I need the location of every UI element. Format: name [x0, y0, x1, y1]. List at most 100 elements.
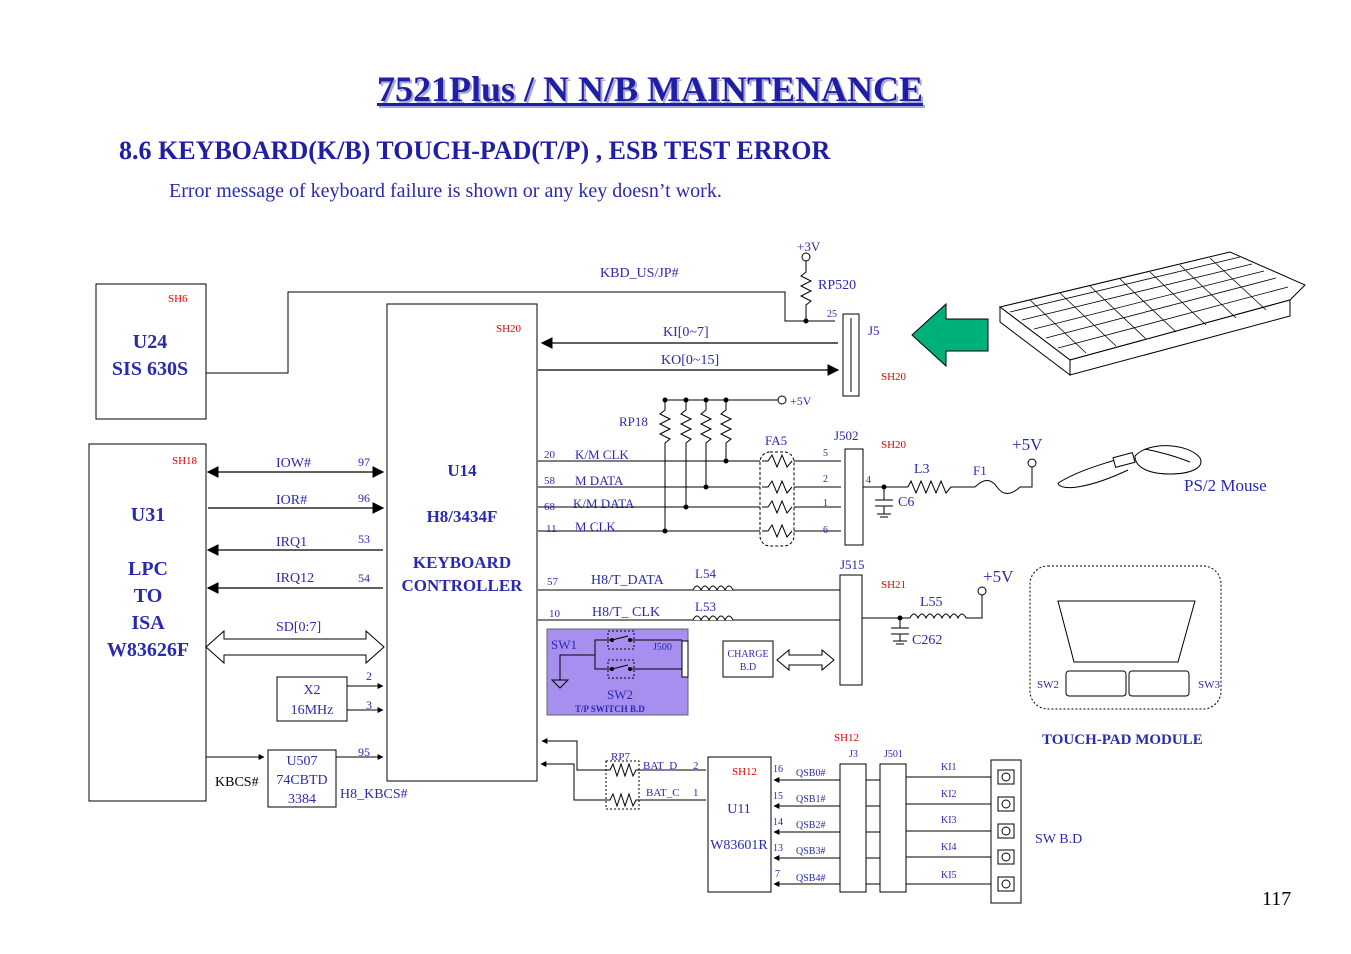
- diagram-label: 58: [544, 475, 556, 487]
- diagram-label: H8/T_ CLK: [592, 605, 660, 620]
- diagram-label: T/P SWITCH B.D: [575, 704, 645, 714]
- j5-connector: J5 SH20: [842, 313, 907, 397]
- diagram-label: QSB3#: [796, 846, 825, 857]
- ps2-mouse-illustration: PS/2 Mouse: [1057, 445, 1267, 495]
- diagram-label: M DATA: [575, 473, 624, 488]
- diagram-label: L55: [920, 595, 943, 610]
- signal-label: KBD_US/JP#: [600, 266, 679, 281]
- diagram-label: 3384: [288, 792, 316, 807]
- diagram-label: +5V: [790, 394, 812, 408]
- diagram-label: 96: [358, 491, 370, 505]
- diagram-label: +3V: [797, 239, 821, 254]
- diagram-label: KI[0~7]: [663, 325, 709, 340]
- diagram-label: +5V: [1012, 435, 1043, 454]
- j3-connector: [839, 763, 867, 893]
- diagram-label: L3: [914, 462, 930, 477]
- switch-board: SW B.D: [990, 759, 1082, 904]
- diagram-label: 3: [366, 698, 372, 712]
- diagram-label: 6: [823, 525, 828, 536]
- diagram-label: SW2: [607, 687, 633, 702]
- x2-crystal: X2 16MHz: [276, 676, 348, 722]
- diagram-label: 4: [866, 475, 871, 486]
- diagram-label: SH20: [881, 439, 907, 451]
- diagram-label: 14: [773, 817, 783, 828]
- diagram-label: LPC: [128, 558, 168, 580]
- diagram-label: KO[0~15]: [661, 353, 719, 368]
- rp18-resistors: [658, 400, 733, 531]
- diagram-label: 95: [358, 745, 370, 759]
- diagram-label: 2: [366, 669, 372, 683]
- diagram-label: +5V: [983, 567, 1014, 586]
- diagram-label: KI2: [941, 789, 957, 800]
- diagram-label: 57: [547, 576, 559, 588]
- diagram-label: B.D: [740, 662, 756, 673]
- diagram-label: K/M DATA: [573, 496, 635, 511]
- diagram-label: KBCS#: [215, 775, 259, 790]
- diagram-label: 68: [544, 501, 556, 513]
- diagram-label: KI5: [941, 870, 957, 881]
- diagram-label: QSB2#: [796, 820, 825, 831]
- diagram-label: C6: [898, 495, 914, 510]
- keyboard-illustration: [998, 251, 1306, 377]
- diagram-label: L53: [695, 599, 716, 614]
- u24-chip: SH6 U24 SIS 630S: [95, 283, 207, 420]
- diagram-label: J515: [840, 557, 865, 572]
- diagram-label: 53: [358, 532, 370, 546]
- u31-chip: SH18 U31 LPC TO ISA W83626F: [88, 443, 207, 802]
- page-title: 7521Plus / N N/B MAINTENANCE: [376, 69, 924, 109]
- diagram-label: H8/3434F: [427, 507, 498, 526]
- diagram-label: QSB0#: [796, 768, 825, 779]
- diagram-label: 54: [358, 571, 370, 585]
- diagram-label: KEYBOARD: [413, 553, 511, 572]
- diagram-label: ISA: [131, 612, 165, 634]
- diagram-label: J502: [834, 428, 859, 443]
- diagram-label: SH12: [834, 732, 859, 744]
- diagram-label: TOUCH-PAD MODULE: [1042, 732, 1203, 748]
- green-arrow-icon: [911, 302, 989, 368]
- page-number: 117: [1262, 888, 1292, 910]
- diagram-label: 2: [693, 760, 699, 772]
- j515-connector: J515 SH21: [839, 557, 906, 686]
- diagram-label: TO: [134, 585, 163, 607]
- diagram-label: 25: [827, 309, 837, 320]
- diagram-label: KI3: [941, 815, 957, 826]
- charge-board: CHARGE B.D: [722, 640, 774, 678]
- diagram-label: M CLK: [575, 519, 616, 534]
- diagram-label: CHARGE: [727, 649, 768, 660]
- diagram-label: 2: [823, 474, 828, 485]
- diagram-label: W83626F: [107, 639, 189, 661]
- diagram-label: U507: [286, 754, 317, 769]
- diagram-label: SW B.D: [1035, 832, 1082, 847]
- diagram-label: 7: [775, 869, 780, 880]
- diagram-label: IRQ1: [276, 535, 307, 550]
- diagram-label: RP7: [611, 751, 630, 763]
- diagram-label: 16: [773, 764, 783, 775]
- diagram-label: SH20: [881, 371, 907, 383]
- diagram-label: SW2: [1037, 679, 1059, 691]
- rp7-resistor: RP7: [601, 751, 706, 810]
- diagram-label: L54: [695, 566, 716, 581]
- sheet-ref: SH18: [172, 455, 198, 467]
- diagram-label: 1: [823, 498, 828, 509]
- diagram-label: KI1: [941, 762, 957, 773]
- diagram-label: SW1: [551, 637, 577, 652]
- diagram-label: X2: [303, 683, 320, 698]
- diagram-label: PS/2 Mouse: [1184, 476, 1267, 495]
- diagram-label: 74CBTD: [276, 773, 327, 788]
- diagram-label: RP18: [619, 414, 648, 429]
- diagram-label: 1: [693, 787, 699, 799]
- diagram-label: SD[0:7]: [276, 620, 321, 635]
- chip-name: SIS 630S: [112, 358, 188, 380]
- section-heading: 8.6 KEYBOARD(K/B) TOUCH-PAD(T/P) , ESB T…: [119, 136, 831, 165]
- sheet-ref: SH6: [168, 293, 188, 305]
- u507-chip: U507 74CBTD 3384: [267, 749, 337, 808]
- tp-switch-board: SW1 SW2 T/P SWITCH B.D J500: [546, 628, 689, 716]
- diagram-label: J5: [868, 323, 880, 338]
- j502-connector: J502 5 2 1 6 4 SH20: [823, 428, 907, 546]
- diagram-label: BAT_D: [643, 760, 677, 772]
- diagram-label: F1: [973, 463, 987, 478]
- diagram-label: J500: [653, 642, 672, 653]
- diagram-label: W83601R: [710, 838, 768, 853]
- diagram-label: SH21: [881, 579, 906, 591]
